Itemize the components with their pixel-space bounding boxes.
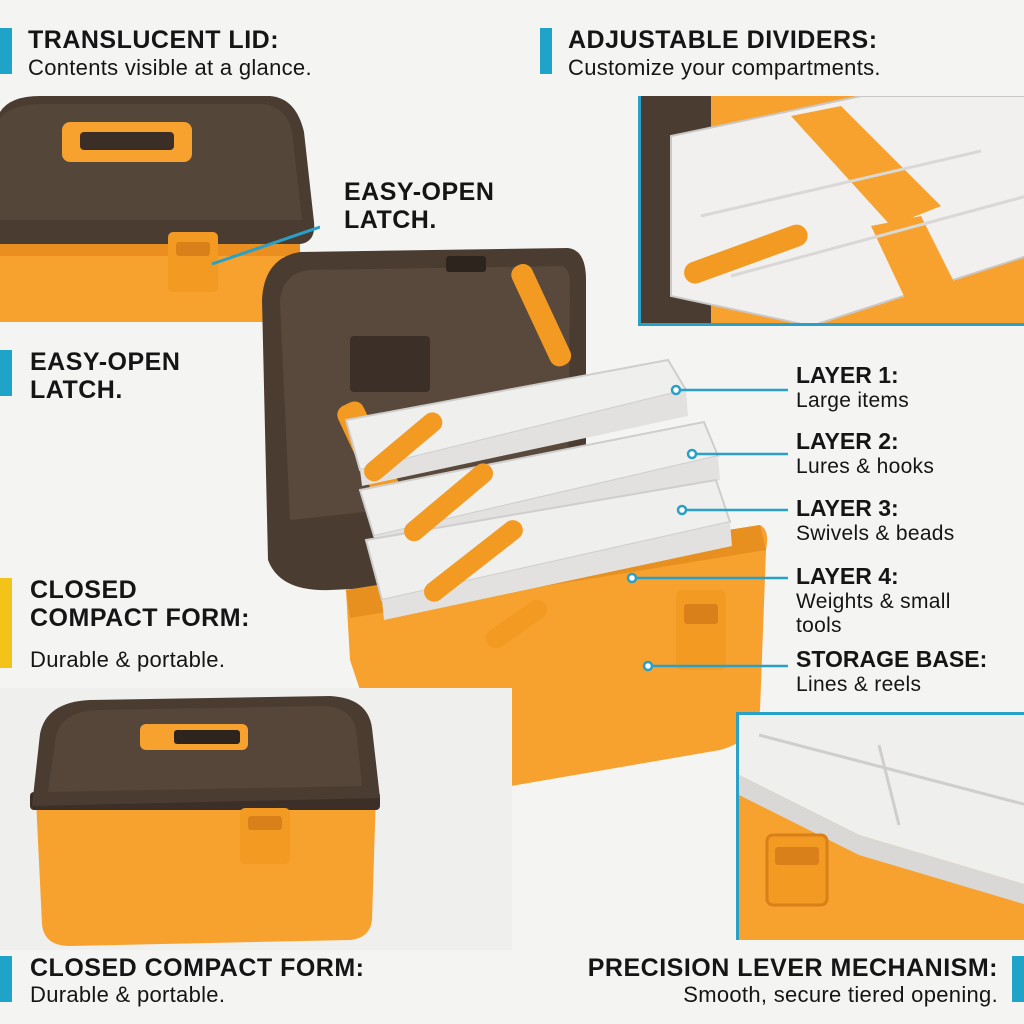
- easy-open-latch-callout-line1: EASY-OPEN: [344, 178, 495, 206]
- easy-open-latch-left-line1: EASY-OPEN: [30, 348, 181, 376]
- accent-bar-adjustable-dividers: [540, 28, 552, 74]
- accent-bar-easy-open-latch: [0, 350, 12, 396]
- lever-closeup-image: [736, 712, 1024, 940]
- layer-1-desc: Large items: [796, 389, 910, 412]
- accent-bar-translucent-lid: [0, 28, 12, 74]
- layer-4-title: LAYER 4:: [796, 563, 899, 589]
- translucent-lid-subtitle: Contents visible at a glance.: [28, 55, 312, 80]
- easy-open-latch-left-line2: LATCH.: [30, 376, 123, 404]
- translucent-lid-title: TRANSLUCENT LID:: [28, 26, 280, 54]
- precision-lever-subtitle: Smooth, secure tiered opening.: [683, 982, 998, 1007]
- storage-base-desc: Lines & reels: [796, 673, 922, 696]
- closed-compact-bottom-title: CLOSED COMPACT FORM:: [30, 954, 365, 982]
- closed-compact-left-line2: COMPACT FORM:: [30, 604, 250, 632]
- storage-base-title: STORAGE BASE:: [796, 646, 988, 672]
- closed-box-image-top: [0, 92, 320, 324]
- adjustable-dividers-title: ADJUSTABLE DIVIDERS:: [568, 26, 878, 54]
- dividers-closeup-image: [638, 96, 1024, 326]
- layer-3-title: LAYER 3:: [796, 495, 899, 521]
- closed-compact-left-line1: CLOSED: [30, 576, 138, 604]
- closed-compact-left-subtitle: Durable & portable.: [30, 647, 226, 672]
- layer-4-desc-line1: Weights & small: [796, 590, 951, 613]
- easy-open-latch-callout-line2: LATCH.: [344, 206, 437, 234]
- layer-1-title: LAYER 1:: [796, 362, 899, 388]
- layer-3-desc: Swivels & beads: [796, 522, 955, 545]
- accent-bar-precision-lever: [1012, 956, 1024, 1002]
- adjustable-dividers-subtitle: Customize your compartments.: [568, 55, 881, 80]
- closed-box-image-bottom: [0, 688, 512, 950]
- accent-bar-closed-compact-left: [0, 578, 12, 668]
- layer-2-desc: Lures & hooks: [796, 455, 935, 478]
- precision-lever-title: PRECISION LEVER MECHANISM:: [587, 954, 998, 982]
- accent-bar-closed-compact-bottom: [0, 956, 12, 1002]
- closed-compact-bottom-subtitle: Durable & portable.: [30, 982, 226, 1007]
- layer-4-desc-line2: tools: [796, 614, 842, 637]
- layer-2-title: LAYER 2:: [796, 428, 899, 454]
